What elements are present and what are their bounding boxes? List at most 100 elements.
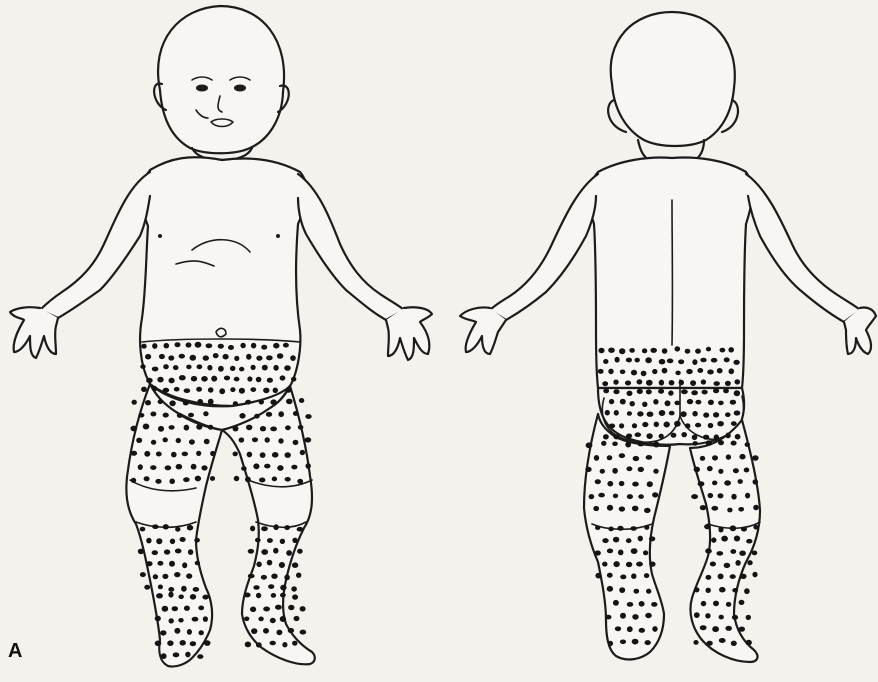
lesion-dot xyxy=(724,480,731,485)
lesion-dot xyxy=(753,505,759,511)
lesion-dot xyxy=(278,438,283,443)
lesion-dot xyxy=(706,347,711,352)
lesion-dot xyxy=(141,344,146,349)
lesion-dot xyxy=(183,477,190,482)
lesion-dot xyxy=(659,410,666,416)
lesion-dot xyxy=(284,525,290,530)
lesion-dot xyxy=(298,425,304,430)
lesion-dot xyxy=(643,550,648,555)
lesion-dot xyxy=(631,573,636,579)
lesion-dot xyxy=(681,432,687,437)
lesion-dot xyxy=(267,538,273,543)
lesion-dot xyxy=(608,527,614,532)
lesion-dot xyxy=(256,356,262,361)
lesion-dot xyxy=(263,388,269,394)
lesion-dot xyxy=(645,357,652,363)
lesion-dot xyxy=(644,508,651,513)
lesion-dot xyxy=(667,359,674,364)
lesion-dot xyxy=(609,424,615,429)
lesion-dot xyxy=(146,378,153,383)
lesion-dot xyxy=(152,386,157,392)
lesion-dot xyxy=(708,493,714,498)
lesion-dot xyxy=(607,481,613,487)
lesion-dot xyxy=(271,593,276,598)
lesion-dot xyxy=(598,369,604,374)
lesion-dot xyxy=(169,378,175,384)
lesion-dot xyxy=(184,606,190,611)
lesion-dot xyxy=(675,371,680,376)
lesion-dot xyxy=(163,524,169,529)
lesion-dot xyxy=(595,479,601,484)
lesion-dot xyxy=(223,354,229,360)
lesion-dot xyxy=(752,455,758,461)
lesion-dot xyxy=(738,479,743,484)
lesion-dot xyxy=(247,376,252,381)
lesion-dot xyxy=(176,438,181,443)
lesion-dot xyxy=(153,574,158,579)
lesion-dot xyxy=(646,455,653,460)
lesion-dot xyxy=(286,399,293,405)
lesion-dot xyxy=(669,411,675,416)
lesion-dot xyxy=(723,388,729,393)
lesion-dot xyxy=(273,388,278,394)
lesion-dot xyxy=(171,452,177,458)
lesion-dot xyxy=(724,357,730,362)
lesion-dot xyxy=(605,410,610,416)
lesion-dot xyxy=(637,379,643,384)
lesion-dot xyxy=(585,467,591,472)
lesion-dot xyxy=(241,466,247,471)
lesion-dot xyxy=(265,437,270,442)
lesion-dot xyxy=(299,398,304,403)
lesion-dot xyxy=(694,467,700,473)
lesion-dot xyxy=(300,450,305,455)
lesion-dot xyxy=(608,641,613,646)
lesion-dot xyxy=(140,364,145,369)
lesion-dot xyxy=(291,377,296,382)
lesion-dot xyxy=(152,524,159,529)
lesion-dot xyxy=(607,586,613,592)
lesion-dot xyxy=(163,437,168,442)
lesion-dot xyxy=(233,401,238,406)
lesion-dot xyxy=(719,587,726,593)
lesion-dot xyxy=(638,494,644,499)
lesion-dot xyxy=(150,465,156,470)
lesion-dot xyxy=(706,575,712,580)
lesion-dot xyxy=(729,368,735,374)
lesion-dot xyxy=(280,539,285,544)
lesion-dot xyxy=(717,421,724,426)
lesion-dot xyxy=(645,613,652,618)
lesion-dot xyxy=(635,432,642,437)
lesion-dot xyxy=(244,593,251,598)
lesion-dot xyxy=(658,389,664,394)
lesion-dot xyxy=(632,614,638,620)
lesion-dot xyxy=(180,640,186,646)
lesion-dot xyxy=(718,493,724,498)
lesion-dot xyxy=(725,433,730,439)
lesion-dot xyxy=(196,387,202,392)
lesion-dot xyxy=(752,572,757,578)
lesion-dot xyxy=(700,505,706,510)
lesion-dot xyxy=(175,527,180,532)
lesion-dot xyxy=(253,585,259,590)
lesion-dot xyxy=(603,388,609,393)
lesion-dot xyxy=(706,440,713,446)
lesion-dot xyxy=(204,439,210,445)
lesion-dot xyxy=(613,600,619,606)
lesion-dot xyxy=(183,401,189,406)
lesion-dot xyxy=(272,477,277,482)
lesion-dot xyxy=(279,562,285,568)
lesion-dot xyxy=(157,377,163,383)
lesion-dot xyxy=(681,389,688,394)
lesion-dot xyxy=(239,388,245,394)
lesion-dot xyxy=(626,538,632,543)
lesion-dot xyxy=(246,354,251,360)
lesion-dot xyxy=(156,593,163,598)
lesion-dot xyxy=(606,615,612,620)
lesion-dot xyxy=(608,369,613,375)
lesion-dot xyxy=(711,537,716,542)
lesion-dot xyxy=(753,479,759,484)
lesion-dot xyxy=(271,574,277,579)
lesion-dot xyxy=(187,629,192,635)
lesion-dot xyxy=(178,618,183,623)
lesion-dot xyxy=(290,355,296,361)
